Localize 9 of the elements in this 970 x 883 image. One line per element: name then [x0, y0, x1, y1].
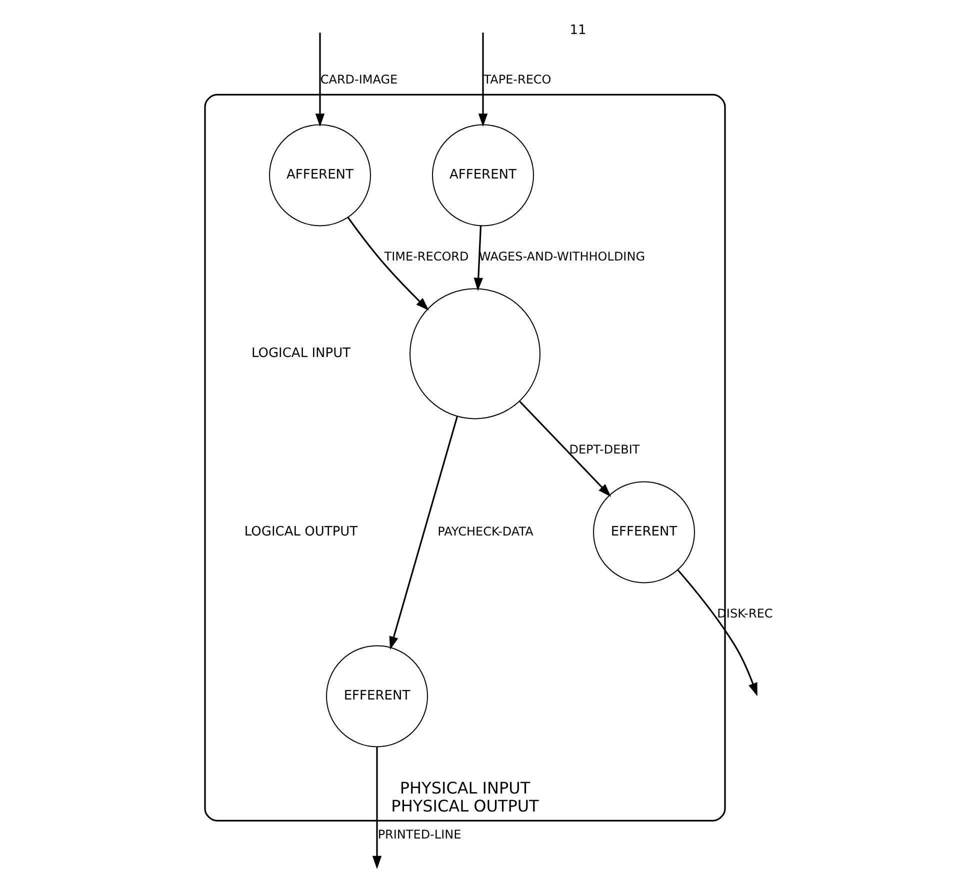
edge-label: CARD-IMAGE [320, 72, 398, 86]
label: LOGICAL OUTPUT [244, 524, 358, 540]
label: LOGICAL INPUT [251, 346, 351, 362]
edge-label: TIME-RECORD [384, 249, 469, 264]
label: 11 [570, 23, 586, 38]
edge-label: PAYCHECK-DATA [438, 524, 534, 538]
edge-label: DEPT-DEBIT [569, 442, 640, 456]
edge-label: PRINTED-LINE [378, 827, 462, 842]
edge-label: WAGES-AND-WITHHOLDING [478, 249, 646, 264]
